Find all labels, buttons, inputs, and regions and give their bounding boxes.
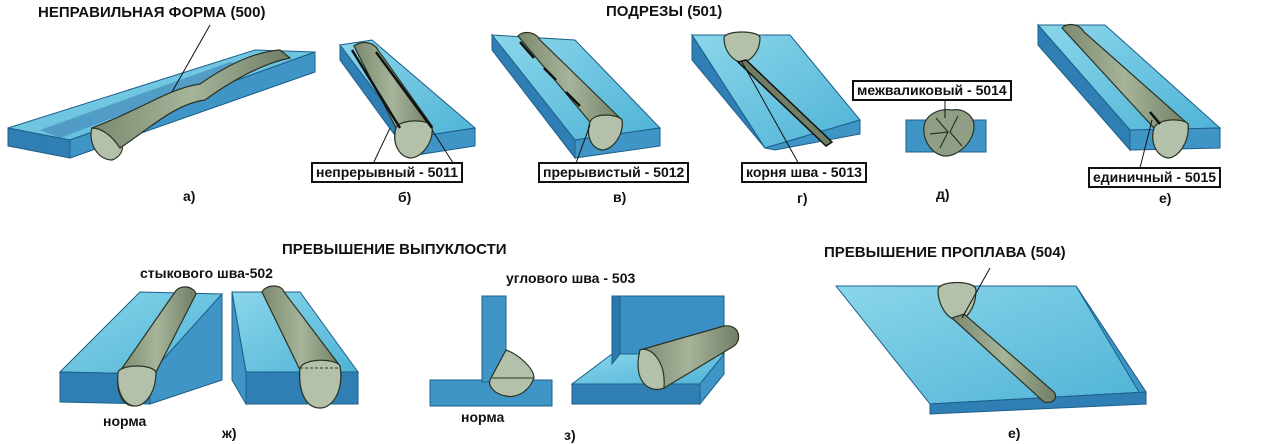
figure-undercut-root xyxy=(691,31,861,167)
callout-intermittent: прерывистый - 5012 xyxy=(538,162,690,183)
figure-butt-weld-convexity xyxy=(58,285,359,409)
figure-undercut-single xyxy=(1036,23,1222,169)
caption-butt-weld: стыкового шва-502 xyxy=(140,265,273,281)
figure-excess-penetration xyxy=(834,267,1147,415)
heading-excess-convexity: ПРЕВЫШЕНИЕ ВЫПУКЛОСТИ xyxy=(282,241,507,258)
figure-letter-e-top: е) xyxy=(1159,190,1172,206)
callout-interbead: межваликовый - 5014 xyxy=(852,80,1012,101)
figure-letter-b: б) xyxy=(398,189,412,205)
callout-root: корня шва - 5013 xyxy=(741,162,867,183)
caption-fillet-weld: углового шва - 503 xyxy=(506,270,636,286)
heading-undercuts: ПОДРЕЗЫ (501) xyxy=(606,3,723,20)
callout-continuous: непрерывный - 5011 xyxy=(311,162,463,183)
figure-fillet-weld-convexity xyxy=(429,295,740,407)
figure-letter-zh: ж) xyxy=(222,425,237,441)
figure-undercut-continuous xyxy=(339,39,477,167)
caption-norm-butt: норма xyxy=(103,413,147,429)
figure-undercut-intermittent xyxy=(490,31,662,167)
figure-letter-e-bottom: е) xyxy=(1008,425,1021,441)
heading-excess-penetration: ПРЕВЫШЕНИЕ ПРОПЛАВА (504) xyxy=(824,244,1066,261)
figure-letter-g: г) xyxy=(797,190,808,206)
figure-undercut-interbead xyxy=(905,100,987,157)
figure-letter-a: а) xyxy=(183,188,196,204)
figure-letter-z: з) xyxy=(564,427,576,443)
callout-single: единичный - 5015 xyxy=(1088,167,1222,188)
figure-letter-d: д) xyxy=(936,186,950,202)
figure-letter-v: в) xyxy=(613,189,627,205)
caption-norm-fillet: норма xyxy=(461,409,505,425)
heading-irregular-shape: НЕПРАВИЛЬНАЯ ФОРМА (500) xyxy=(38,4,266,21)
figure-irregular-shape xyxy=(7,24,316,161)
